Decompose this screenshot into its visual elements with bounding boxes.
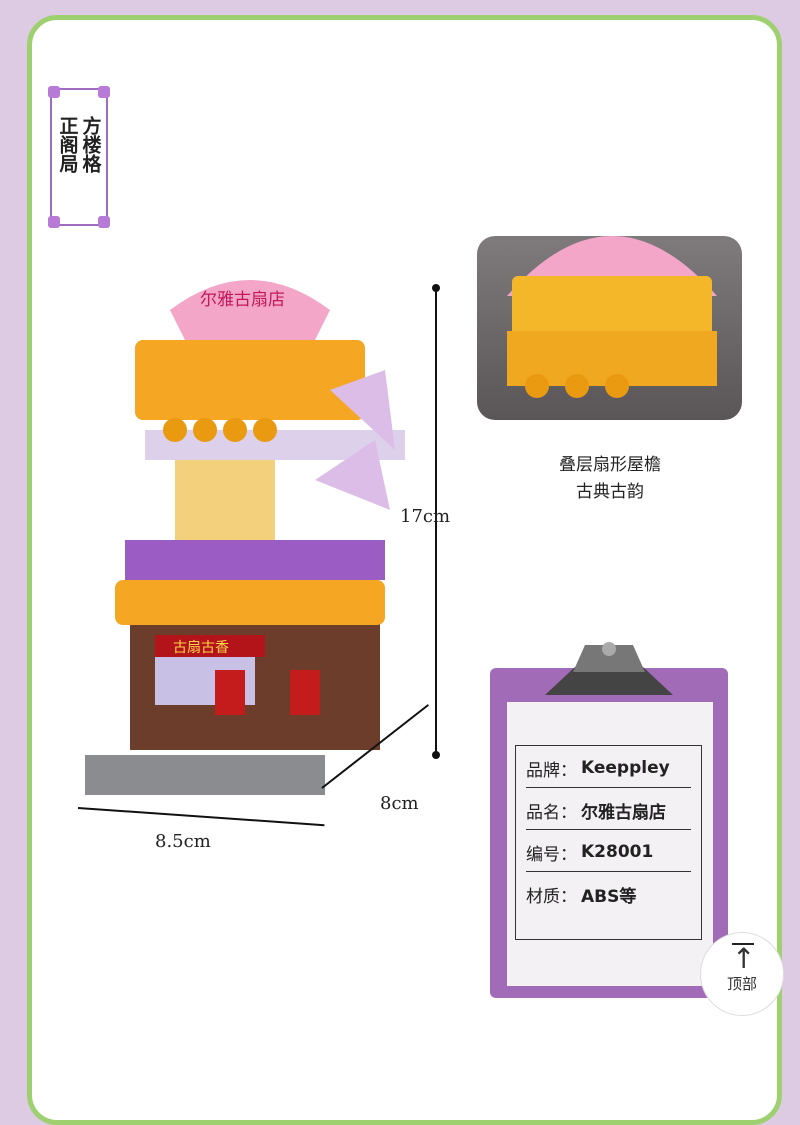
- caption-line-2: 古典古韵: [576, 482, 644, 502]
- dimension-dot: [432, 284, 440, 292]
- ornament-icon: [98, 216, 110, 228]
- ornament-icon: [48, 86, 60, 98]
- spec-row-material: 材质：ABS等: [526, 875, 691, 914]
- ornament-icon: [98, 86, 110, 98]
- ornament-icon: [48, 216, 60, 228]
- width-label: 8.5cm: [155, 831, 211, 852]
- height-label: 17cm: [400, 506, 451, 527]
- dimension-dot: [432, 751, 440, 759]
- photo-caption: 叠层扇形屋檐 古典古韵: [480, 452, 740, 506]
- spec-row-brand: 品牌：Keeppley: [526, 749, 691, 788]
- back-to-top-label: 顶部: [726, 975, 757, 993]
- spec-row-code: 编号：K28001: [526, 833, 691, 872]
- spec-label: 材质：: [526, 887, 577, 907]
- label-col-2: 正阁局: [56, 116, 79, 173]
- product-model-image: 古扇古香 尔雅古扇店: [85, 260, 405, 795]
- spec-table: 品牌：Keeppley 品名：尔雅古扇店 编号：K28001 材质：ABS等: [515, 745, 702, 940]
- spec-label: 品牌：: [526, 760, 577, 781]
- product-sign: 尔雅古扇店: [200, 290, 285, 310]
- back-to-top-button[interactable]: ↑ 顶部: [700, 932, 784, 1016]
- spec-value: Keeppley: [581, 758, 670, 778]
- spec-label: 品名：: [526, 802, 577, 823]
- spec-label: 编号：: [526, 844, 577, 865]
- depth-label: 8cm: [380, 793, 419, 814]
- feature-label: 方楼格 正阁局: [48, 86, 110, 228]
- caption-line-1: 叠层扇形屋檐: [559, 455, 661, 475]
- spec-value: 尔雅古扇店: [581, 802, 666, 823]
- label-col-1: 方楼格: [79, 116, 102, 173]
- spec-value: K28001: [581, 842, 654, 862]
- spec-row-name: 品名：尔雅古扇店: [526, 791, 691, 830]
- clipboard-paper: [507, 702, 713, 986]
- roof-detail-photo: [477, 236, 742, 420]
- arrow-up-icon: ↑: [732, 942, 756, 975]
- spec-value: ABS等: [581, 887, 637, 907]
- shop-sign: 古扇古香: [173, 640, 229, 656]
- height-dimension-line: [435, 287, 437, 755]
- clip-icon: [545, 642, 673, 695]
